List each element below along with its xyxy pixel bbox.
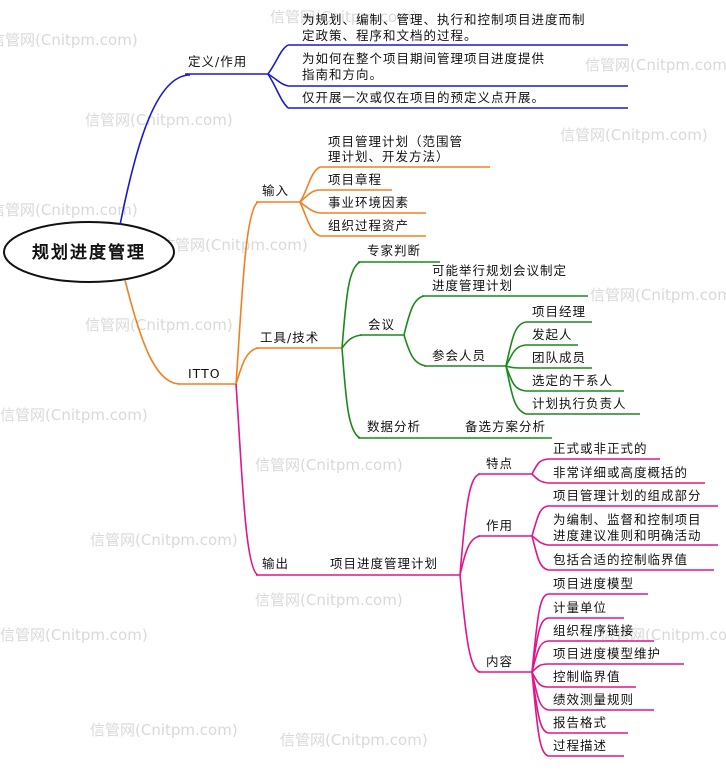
uses-label: 作用 xyxy=(486,518,513,533)
content-item: 项目进度模型维护 xyxy=(553,646,661,661)
watermark: 信管网(Cnitpm.com) xyxy=(90,721,238,739)
root-title: 规划进度管理 xyxy=(32,242,146,263)
watermark: 信管网(Cnitpm.com) xyxy=(600,626,726,644)
content-item: 报告格式 xyxy=(553,715,607,730)
branch-inputs: 输入 项目管理计划（范围管 理计划、开发方法） 项目章程 事业环境因素 组织过程… xyxy=(262,134,490,237)
root-node[interactable]: 规划进度管理 xyxy=(3,221,175,283)
watermark: 信管网(Cnitpm.com) xyxy=(585,56,726,74)
analysis-child: 备选方案分析 xyxy=(465,419,546,434)
inputs-label: 输入 xyxy=(262,183,289,198)
content-item: 组织程序链接 xyxy=(553,623,634,638)
branch-outputs: 输出 项目进度管理计划 特点 作用 内容 正式或非正式的 非常详细或高度概括的 … xyxy=(256,441,718,757)
use-item: 为编制、监督和控制项目 xyxy=(553,512,702,527)
participant-item: 计划执行负责人 xyxy=(532,396,627,411)
definition-label: 定义/作用 xyxy=(188,54,247,69)
input-item: 项目章程 xyxy=(328,172,382,187)
input-item: 组织过程资产 xyxy=(328,218,409,233)
participant-item: 项目经理 xyxy=(532,304,586,319)
participant-item: 发起人 xyxy=(532,327,573,342)
watermark: 信管网(Cnitpm.com) xyxy=(0,201,138,219)
definition-item: 为规划、编制、管理、执行和控制项目进度而制 xyxy=(302,12,586,27)
features-label: 特点 xyxy=(486,456,513,471)
tools-label: 工具/技术 xyxy=(260,330,319,345)
content-item: 绩效测量规则 xyxy=(553,692,634,707)
watermark: 信管网(Cnitpm.com) xyxy=(0,626,148,644)
definition-item: 定政策、程序和文档的过程。 xyxy=(302,28,478,43)
plan-label: 项目进度管理计划 xyxy=(330,556,438,571)
meeting-note: 可能举行规划会议制定 xyxy=(432,263,567,278)
input-item: 理计划、开发方法） xyxy=(328,149,450,164)
input-item: 事业环境因素 xyxy=(328,195,409,210)
watermark: 信管网(Cnitpm.com) xyxy=(90,531,238,549)
use-item: 进度建议准则和明确活动 xyxy=(553,528,702,543)
content-item: 计量单位 xyxy=(553,600,607,615)
input-item: 项目管理计划（范围管 xyxy=(328,134,463,149)
watermarks: 信管网(Cnitpm.com) 信管网(Cnitpm.com) 信管网(Cnit… xyxy=(0,8,726,749)
analysis-label: 数据分析 xyxy=(367,419,421,434)
watermark: 信管网(Cnitpm.com) xyxy=(590,286,726,304)
contents-label: 内容 xyxy=(486,654,513,669)
watermark: 信管网(Cnitpm.com) xyxy=(280,731,428,749)
participant-item: 选定的干系人 xyxy=(532,373,613,388)
use-item: 包括合适的控制临界值 xyxy=(553,552,688,567)
feature-item: 正式或非正式的 xyxy=(553,441,648,456)
definition-item: 仅开展一次或仅在项目的预定义点开展。 xyxy=(302,90,545,105)
branch-tools: 工具/技术 专家判断 会议 数据分析 备选方案分析 可能举行规划会议制定 进度管… xyxy=(256,243,640,439)
watermark: 信管网(Cnitpm.com) xyxy=(255,456,403,474)
branch-itto: ITTO xyxy=(124,201,300,576)
feature-item: 非常详细或高度概括的 xyxy=(553,465,688,480)
definition-item: 为如何在整个项目期间管理项目进度提供 xyxy=(302,51,545,66)
content-item: 项目进度模型 xyxy=(553,576,634,591)
watermark: 信管网(Cnitpm.com) xyxy=(0,406,148,424)
watermark: 信管网(Cnitpm.com) xyxy=(270,8,418,26)
meeting-label: 会议 xyxy=(368,317,395,332)
watermark: 信管网(Cnitpm.com) xyxy=(160,236,308,254)
itto-label: ITTO xyxy=(188,366,221,381)
content-item: 控制临界值 xyxy=(553,669,621,684)
use-item: 项目管理计划的组成部分 xyxy=(553,488,702,503)
watermark: 信管网(Cnitpm.com) xyxy=(0,31,138,49)
definition-item: 指南和方向。 xyxy=(302,67,383,82)
participants-label: 参会人员 xyxy=(432,348,486,363)
watermark: 信管网(Cnitpm.com) xyxy=(85,111,233,129)
outputs-label: 输出 xyxy=(262,556,289,571)
watermark: 信管网(Cnitpm.com) xyxy=(255,591,403,609)
participant-item: 团队成员 xyxy=(532,350,586,365)
watermark: 信管网(Cnitpm.com) xyxy=(85,316,233,334)
branch-definition: 定义/作用 为规划、编制、管理、执行和控制项目进度而制 定政策、程序和文档的过程… xyxy=(119,12,628,226)
meeting-note: 进度管理计划 xyxy=(432,278,513,293)
watermark: 信管网(Cnitpm.com) xyxy=(560,126,708,144)
content-item: 过程描述 xyxy=(553,738,607,753)
tools-expert: 专家判断 xyxy=(367,243,421,258)
